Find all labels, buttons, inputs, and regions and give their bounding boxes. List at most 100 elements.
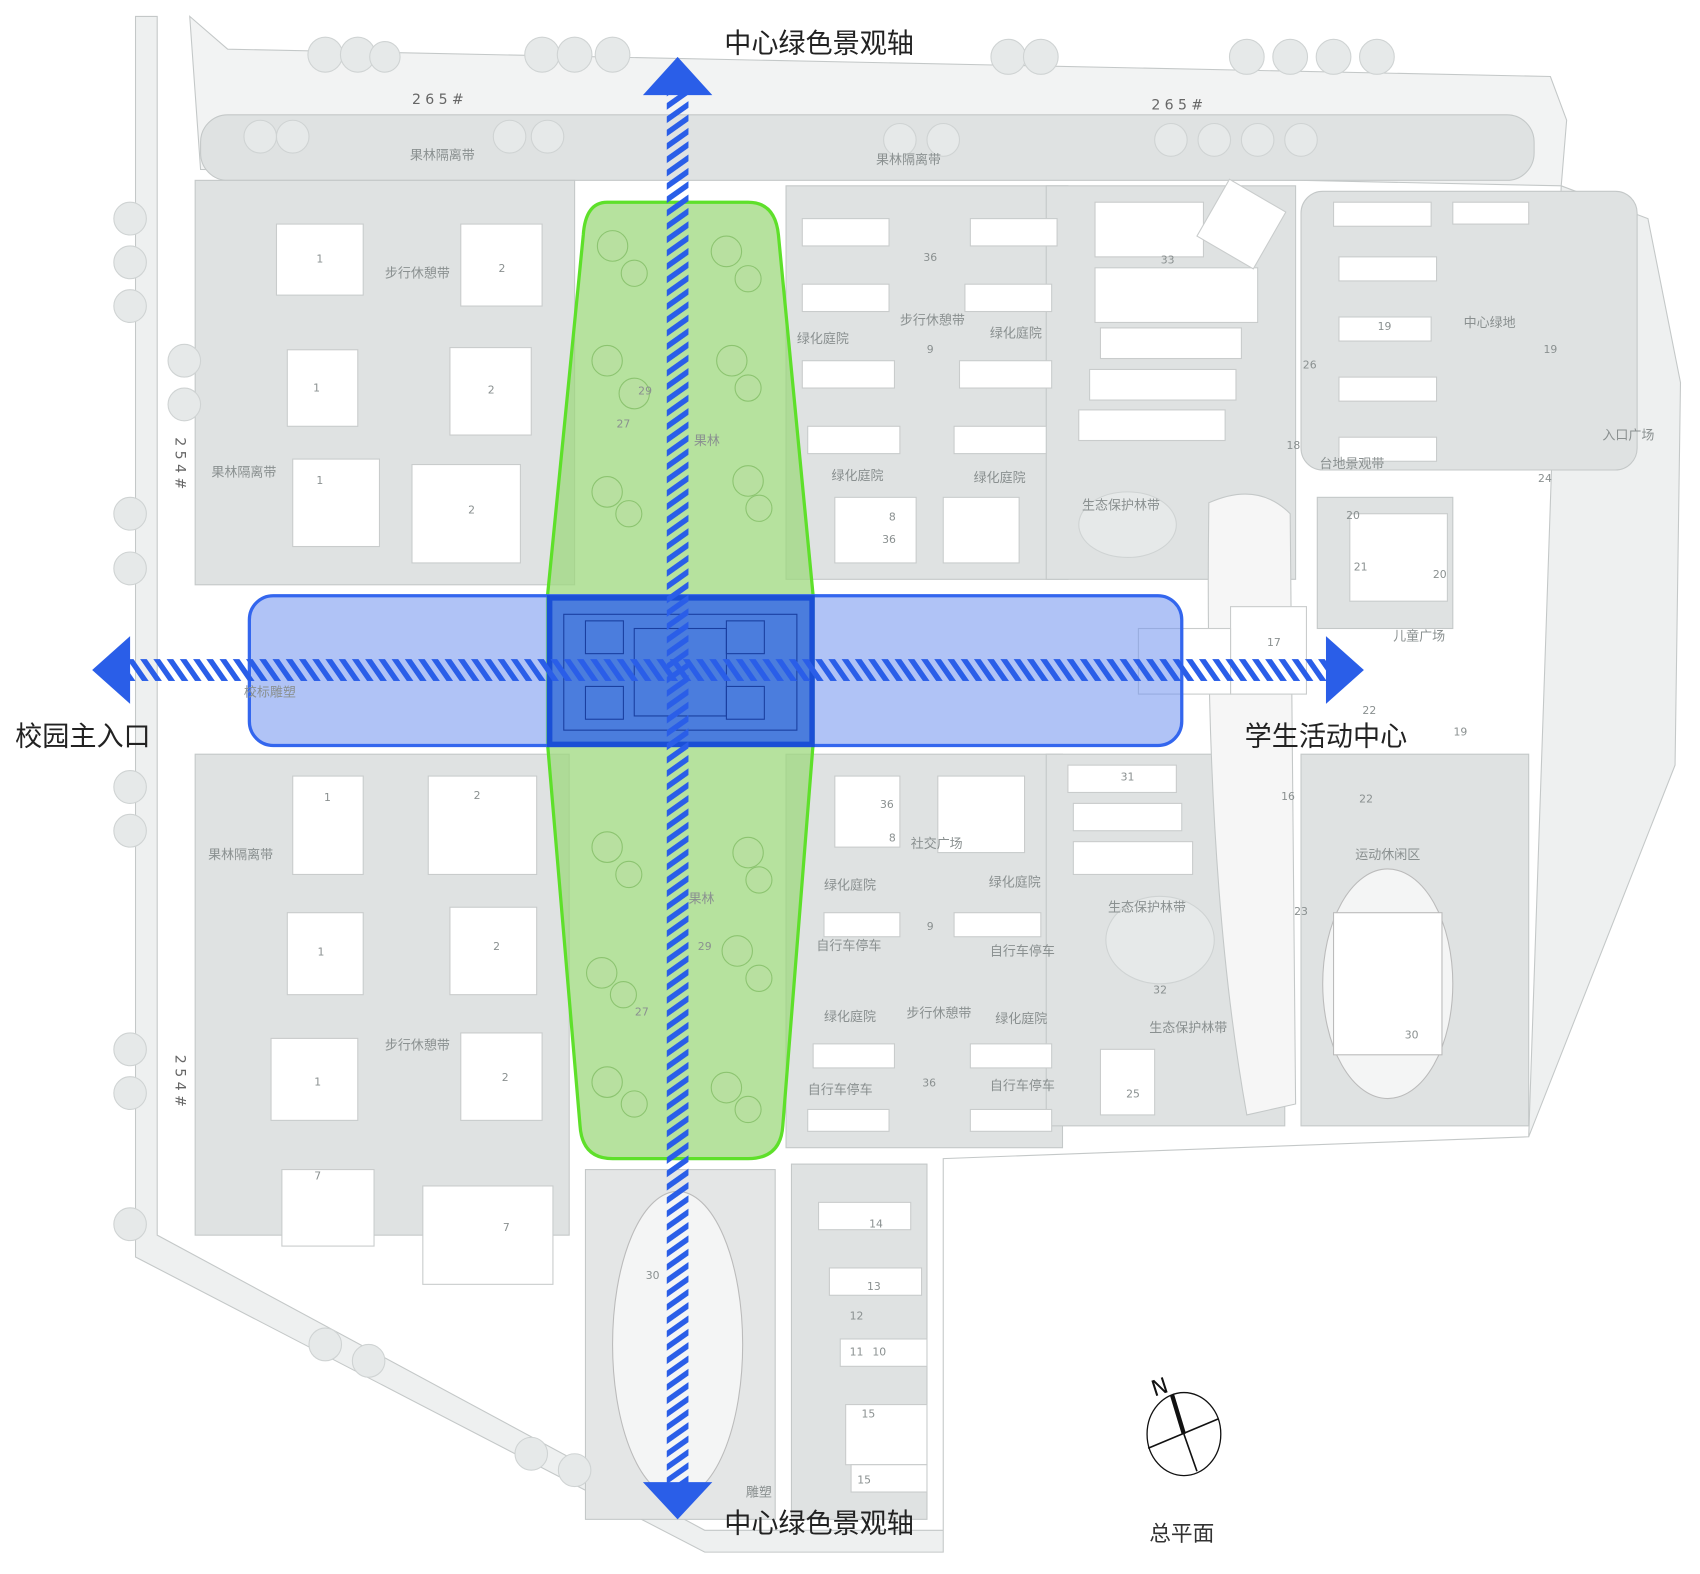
building-number: 24 [1538, 472, 1552, 485]
building-number: 36 [880, 798, 894, 811]
east-center-label: 学生活动中心 [1245, 721, 1408, 752]
zone-label: 果林 [694, 434, 720, 449]
zone-label: 绿化庭院 [832, 468, 884, 484]
building-number: 2 [493, 940, 500, 953]
building-number: 22 [1359, 792, 1373, 805]
axis-arrows[interactable] [92, 56, 1364, 1520]
trees [113, 36, 1395, 1488]
building-number: 17 [1267, 636, 1281, 649]
zone-label: 社交广场 [911, 836, 963, 852]
building-number: 1 [314, 1075, 321, 1088]
zone-label: 步行休憩带 [906, 1006, 971, 1022]
building-number: 9 [927, 343, 934, 356]
building-number: 33 [1161, 253, 1175, 266]
zone-label: 果林隔离带 [410, 148, 475, 164]
zone-label: 果林 [688, 892, 714, 907]
plan-title: 总平面 [1149, 1522, 1214, 1547]
zone-label: 步行休憩带 [385, 266, 450, 282]
zone-label: 果林隔离带 [208, 847, 273, 863]
zone-label: 台地景观带 [1319, 457, 1384, 472]
building-number: 2 [474, 789, 481, 802]
building-number: 1 [316, 252, 323, 265]
building-number: 31 [1121, 770, 1135, 783]
zone-label: 步行休憩带 [385, 1037, 450, 1053]
building-number: 25 [1126, 1087, 1140, 1100]
zone-label: 运动休闲区 [1355, 848, 1420, 863]
building-number: 29 [698, 940, 712, 953]
building-number: 22 [1362, 704, 1376, 717]
building-number: 1 [324, 791, 331, 804]
building-number: 12 [850, 1309, 864, 1322]
building-number: 19 [1454, 726, 1468, 739]
building-number: 16 [1281, 790, 1295, 803]
building-number: 2 [468, 504, 475, 517]
building-number: 26 [1303, 358, 1317, 371]
road-label: 265# [412, 92, 468, 108]
building-number: 20 [1433, 568, 1447, 581]
arrow-north-icon [642, 56, 713, 96]
building-number: 14 [869, 1217, 883, 1230]
arrow-west-icon [92, 636, 131, 704]
south-axis-label: 中心绿色景观轴 [724, 1508, 914, 1539]
building-number: 15 [857, 1473, 871, 1486]
building-number: 23 [1294, 905, 1308, 918]
zone-label: 绿化庭院 [824, 878, 876, 894]
building-number: 21 [1354, 561, 1368, 574]
zone-label: 生态保护林带 [1082, 498, 1160, 513]
road-label: 254# [172, 1055, 188, 1111]
building-number: 36 [882, 533, 896, 546]
green-axis-trees [586, 230, 773, 1124]
building-number: 7 [503, 1221, 510, 1234]
zone-label: 步行休憩带 [900, 313, 965, 329]
zone-label: 果林隔离带 [211, 465, 276, 481]
building-number: 30 [1405, 1028, 1419, 1041]
building-number: 2 [499, 262, 506, 275]
building-number: 2 [488, 383, 495, 396]
building-number: 29 [638, 385, 652, 398]
building-number: 1 [313, 381, 320, 394]
building-number: 19 [1543, 343, 1557, 356]
north-letter: N [1148, 1373, 1171, 1402]
buildings [270, 178, 1530, 1493]
building-numbers: 1 2 1 2 1 2 36 9 33 19 19 26 18 24 20 21… [313, 251, 1557, 1486]
building-number: 20 [1346, 509, 1360, 522]
north-south-axis-line [666, 92, 689, 1493]
zone-labels: 果林隔离带 果林隔离带 步行休憩带 果林隔离带 绿化庭院 步行休憩带 绿化庭院 … [208, 148, 1654, 1501]
north-arrow-icon: N [1146, 1373, 1222, 1477]
building-number: 11 [850, 1345, 864, 1358]
arrow-south-icon [642, 1482, 713, 1520]
zone-label: 自行车停车 [990, 1078, 1055, 1094]
zone-label: 中心绿地 [1464, 316, 1516, 331]
north-axis-label: 中心绿色景观轴 [724, 28, 914, 59]
zone-label: 生态保护林带 [1149, 1021, 1227, 1036]
site-base [134, 15, 1682, 1553]
building-number: 8 [889, 510, 896, 523]
zone-label: 绿化庭院 [824, 1009, 876, 1025]
zone-label: 绿化庭院 [989, 874, 1041, 890]
building-number: 9 [927, 920, 934, 933]
east-west-axis-line [124, 659, 1329, 681]
building-number: 1 [316, 474, 323, 487]
zone-label: 入口广场 [1602, 428, 1654, 443]
road-label: 265# [1151, 97, 1207, 113]
zone-label: 自行车停车 [990, 943, 1055, 959]
zone-label: 自行车停车 [816, 938, 881, 954]
building-number: 19 [1378, 320, 1392, 333]
zone-label: 校标雕塑 [244, 684, 296, 700]
building-number: 13 [867, 1280, 881, 1293]
building-number: 7 [314, 1169, 321, 1182]
building-number: 30 [646, 1269, 660, 1282]
building-number: 1 [317, 945, 324, 958]
zone-label: 绿化庭院 [797, 331, 849, 347]
arrow-east-icon [1325, 636, 1364, 704]
west-entrance-label: 校园主入口 [15, 721, 150, 752]
building-number: 10 [872, 1345, 886, 1358]
road-label: 254# [172, 437, 188, 493]
zone-label: 绿化庭院 [974, 470, 1026, 486]
building-number: 8 [889, 832, 896, 845]
zone-label: 绿化庭院 [990, 326, 1042, 342]
zone-label: 绿化庭院 [995, 1011, 1047, 1027]
building-number: 2 [502, 1071, 509, 1084]
